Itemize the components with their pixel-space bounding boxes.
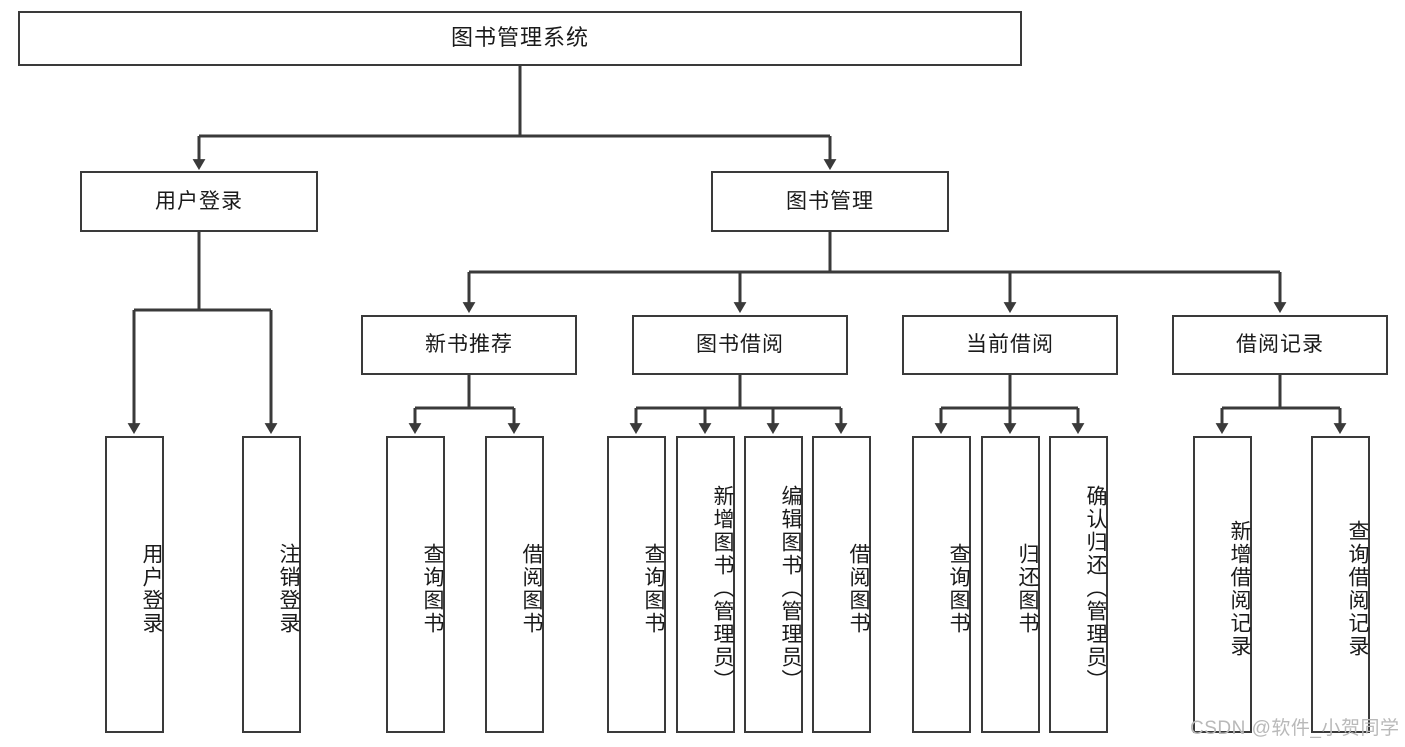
leaf-borrow-book-borrow[interactable]: 借阅图书 <box>812 436 871 733</box>
leaf-return-book[interactable]: 归还图书 <box>981 436 1040 733</box>
leaf-query-book-recommend[interactable]: 查询图书 <box>386 436 445 733</box>
leaf-confirm-return-admin[interactable]: 确认归还（管理员） <box>1049 436 1108 733</box>
leaf-label: 注销登录 <box>277 542 300 635</box>
node-root[interactable]: 图书管理系统 <box>18 11 1022 66</box>
leaf-edit-book-admin[interactable]: 编辑图书（管理员） <box>744 436 803 733</box>
leaf-query-book-borrow[interactable]: 查询图书 <box>607 436 666 733</box>
node-user-login[interactable]: 用户登录 <box>80 171 318 232</box>
node-borrow-record[interactable]: 借阅记录 <box>1172 315 1388 375</box>
leaf-label: 查询图书 <box>421 542 444 635</box>
leaf-logout[interactable]: 注销登录 <box>242 436 301 733</box>
leaf-add-book-admin[interactable]: 新增图书（管理员） <box>676 436 735 733</box>
leaf-label: 归还图书 <box>1016 542 1039 635</box>
node-book-borrow[interactable]: 图书借阅 <box>632 315 848 375</box>
node-current-borrow[interactable]: 当前借阅 <box>902 315 1118 375</box>
leaf-label: 新增图书（管理员） <box>711 485 734 692</box>
leaf-user-login[interactable]: 用户登录 <box>105 436 164 733</box>
leaf-label: 查询图书 <box>947 542 970 635</box>
leaf-borrow-book-recommend[interactable]: 借阅图书 <box>485 436 544 733</box>
node-new-book-recommend[interactable]: 新书推荐 <box>361 315 577 375</box>
node-book-manage[interactable]: 图书管理 <box>711 171 949 232</box>
leaf-label: 查询图书 <box>642 542 665 635</box>
leaf-label: 用户登录 <box>140 542 163 635</box>
leaf-label: 借阅图书 <box>520 542 543 635</box>
leaf-label: 新增借阅记录 <box>1228 519 1251 658</box>
leaf-label: 编辑图书（管理员） <box>779 485 802 692</box>
leaf-label: 借阅图书 <box>847 542 870 635</box>
leaf-add-borrow-record[interactable]: 新增借阅记录 <box>1193 436 1252 733</box>
leaf-query-borrow-record[interactable]: 查询借阅记录 <box>1311 436 1370 733</box>
leaf-label: 确认归还（管理员） <box>1084 485 1107 692</box>
leaf-query-book-current[interactable]: 查询图书 <box>912 436 971 733</box>
leaf-label: 查询借阅记录 <box>1346 519 1369 658</box>
